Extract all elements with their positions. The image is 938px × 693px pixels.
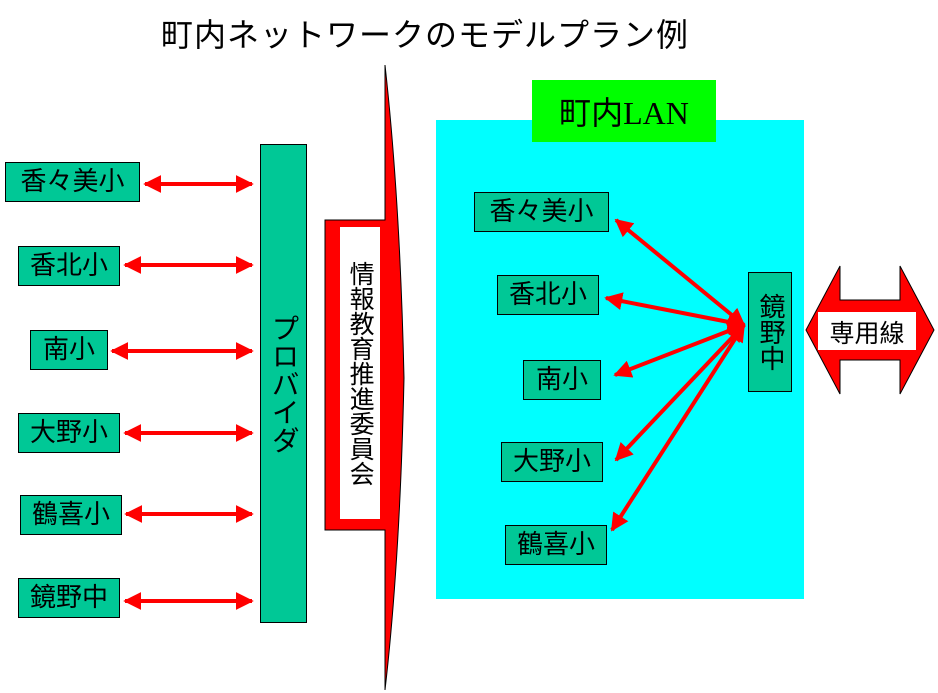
lan-school-minami: 南小 [523, 360, 601, 400]
lan-label: 町内LAN [532, 80, 716, 142]
left-school-minami: 南小 [30, 330, 108, 370]
lan-hub-label: 鏡野中 [755, 293, 786, 371]
lan-school-kohoku: 香北小 [497, 275, 599, 315]
committee-label: 情報教育推進委員会 [346, 260, 376, 486]
provider-label: プロバイダ [267, 313, 301, 454]
committee-label-box: 情報教育推進委員会 [340, 227, 380, 519]
lan-arrow-ono [614, 323, 746, 462]
diagram-title: 町内ネットワークのモデルプラン例 [160, 16, 689, 54]
left-school-kagami: 香々美小 [5, 162, 140, 202]
left-school-kagamino-jhs: 鏡野中 [18, 578, 120, 618]
provider-box: プロバイダ [260, 144, 307, 623]
lan-hub-kagamino: 鏡野中 [748, 272, 792, 392]
left-school-tsuruki: 鶴喜小 [20, 495, 122, 535]
lan-arrow-kohoku [604, 292, 746, 331]
lan-school-kagami: 香々美小 [474, 192, 609, 232]
lan-school-tsuruki: 鶴喜小 [505, 525, 607, 565]
left-school-ono: 大野小 [18, 413, 120, 453]
lan-arrow-kagami [614, 218, 746, 327]
lan-arrow-minami [613, 322, 746, 378]
leased-line-label-bg [818, 312, 916, 350]
lan-school-ono: 大野小 [501, 442, 603, 482]
lan-arrow-tsuruki [610, 323, 746, 532]
leased-line-label: 専用線 [829, 319, 905, 348]
left-school-kohoku: 香北小 [18, 246, 120, 286]
